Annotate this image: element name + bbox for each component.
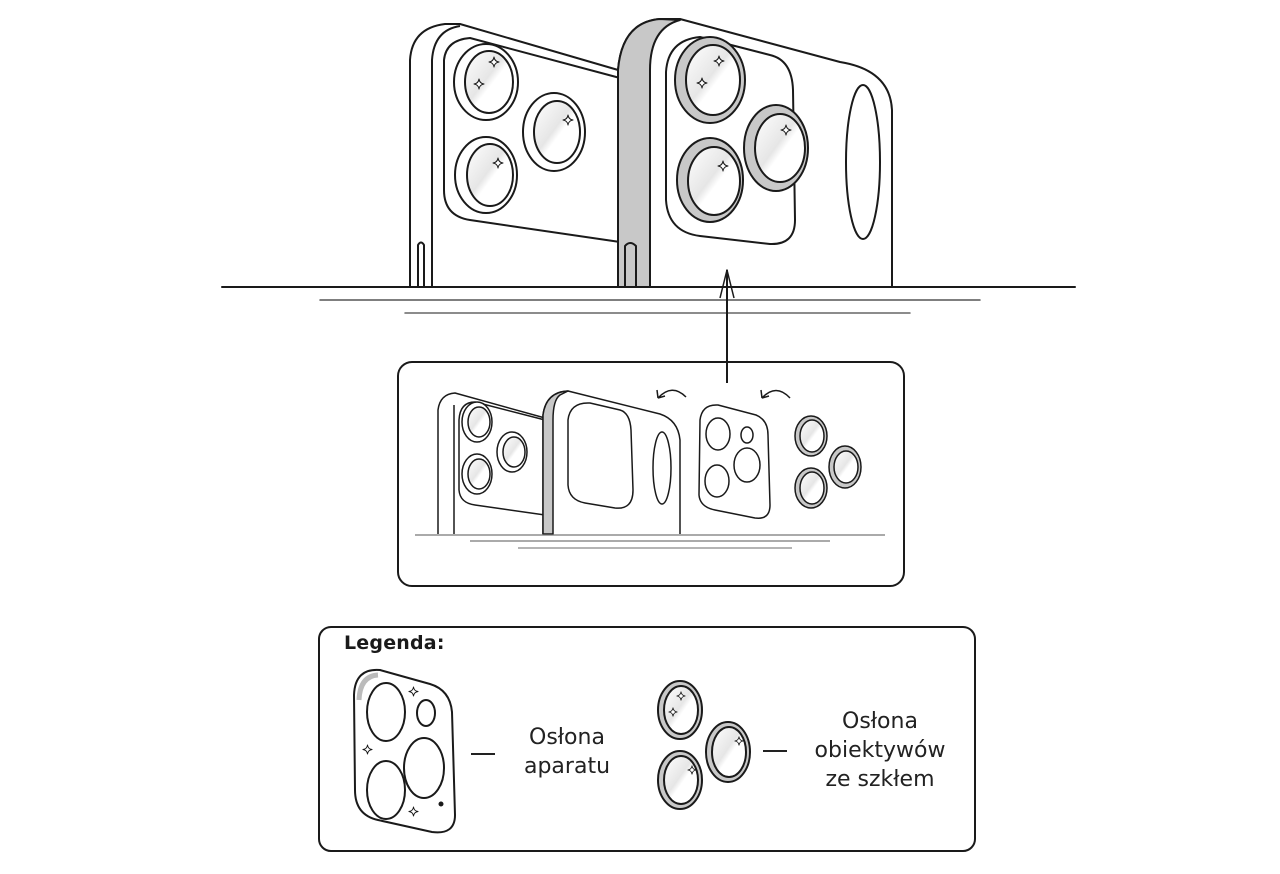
- legend-title: Legenda:: [344, 632, 445, 654]
- lens-front-3: [743, 104, 809, 192]
- legend-label-line: obiektywów: [814, 738, 946, 763]
- legend-label-line: Osłona: [842, 709, 918, 734]
- legend-label-lens-rings: Osłona obiektywów ze szkłem: [800, 707, 960, 794]
- phone-front: [617, 18, 893, 288]
- lens-rings-icon: [657, 680, 751, 810]
- assembly-panel: [397, 361, 905, 587]
- assembly-phone-installed: [437, 392, 546, 534]
- curved-arrow-icon: [760, 389, 791, 399]
- camera-cover-icon: [353, 668, 456, 834]
- legend-dash: [471, 753, 495, 755]
- assembly-lens-rings: [794, 415, 862, 509]
- phone-back: [409, 23, 626, 287]
- lens-front-1: [674, 36, 746, 124]
- installed-phones-illustration: [221, 18, 1076, 383]
- ground-lines: [221, 286, 1076, 314]
- legend-panel: [318, 626, 976, 852]
- assembly-ground-lines: [415, 534, 885, 549]
- lens-back-1: [453, 43, 519, 121]
- legend-label-camera-cover: Osłona aparatu: [508, 723, 626, 781]
- assembly-phone-bare: [542, 390, 681, 535]
- legend-dash: [763, 750, 787, 752]
- legend-label-line: Osłona: [529, 725, 605, 750]
- curved-arrow-icon: [656, 389, 687, 399]
- lens-back-3: [522, 92, 586, 172]
- lens-back-2: [454, 136, 518, 214]
- legend-label-line: aparatu: [523, 754, 611, 779]
- legend-label-line: ze szkłem: [825, 767, 935, 792]
- lens-front-2: [676, 137, 744, 223]
- assembly-camera-cover: [698, 404, 771, 519]
- magsafe-slot: [845, 84, 881, 240]
